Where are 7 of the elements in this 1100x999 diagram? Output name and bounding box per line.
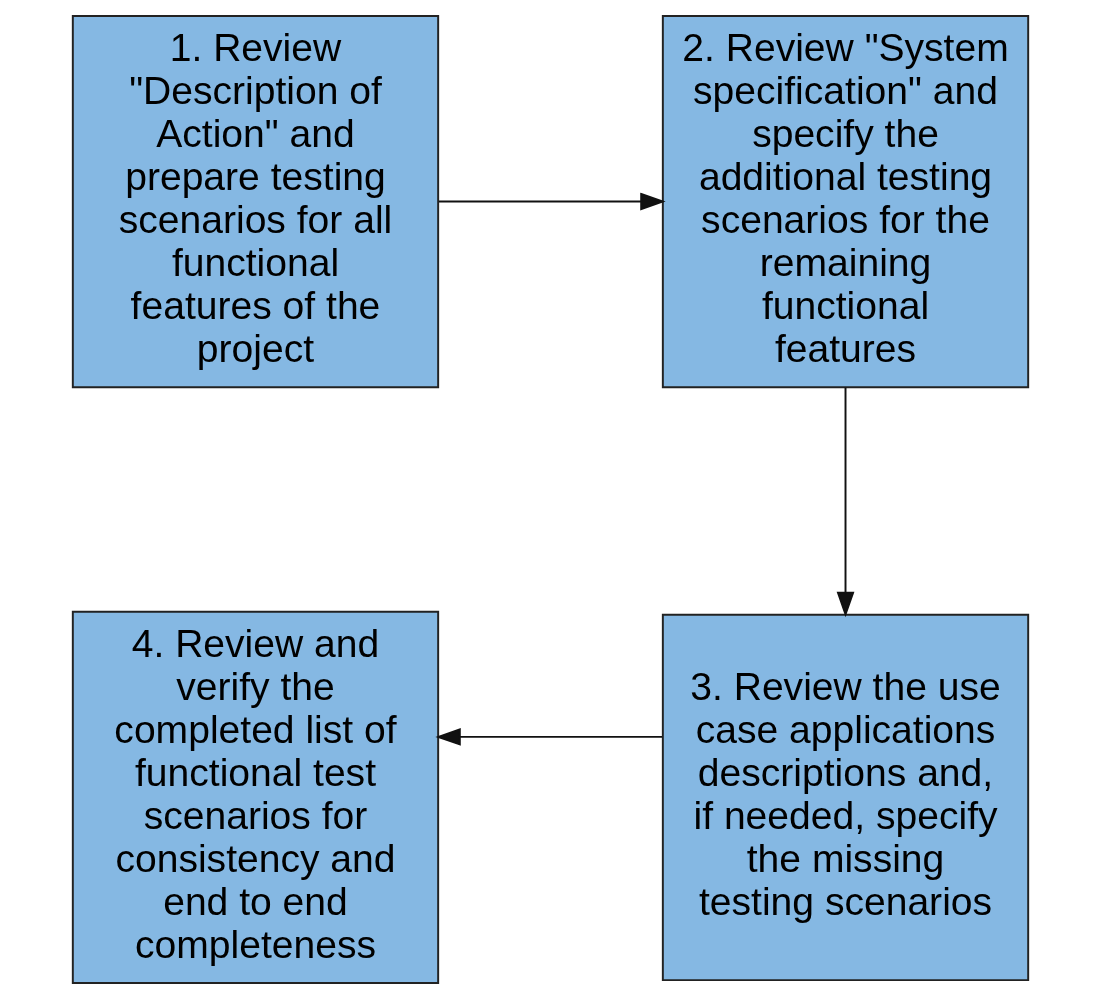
arrow [434,728,663,746]
arrow [437,192,666,211]
node-box: 3. Review the use case applications descriptions and, if needed, specify the missing testing scenarios [661,613,1029,982]
node-box: 1. Review "Description of Action" and prepare testing scenarios for all functional features of the project [71,14,439,389]
arrow [836,386,854,618]
node-box: 4. Review and verify the completed list of functional test scenarios for consistency and end to end completeness [71,610,439,985]
node-box: 2. Review "System specification" and specify the additional testing scenarios for the remaining functional features [661,14,1029,389]
